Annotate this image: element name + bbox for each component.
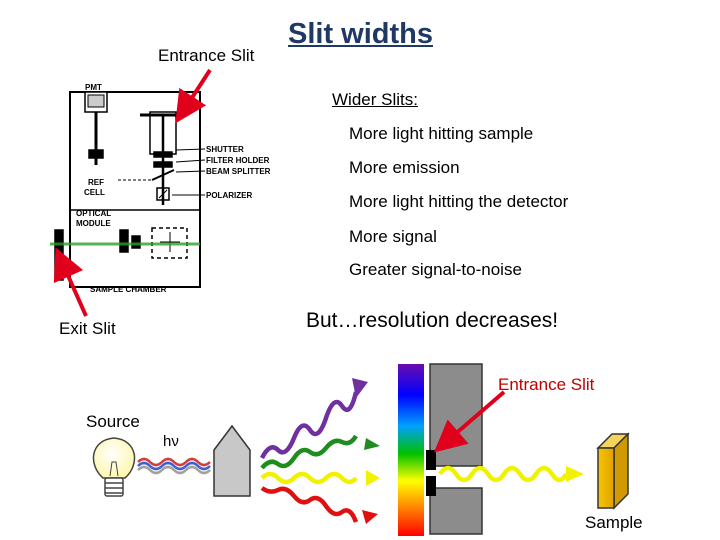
filter-holder — [153, 161, 173, 168]
instrument-labels: PMT SHUTTER FILTER HOLDER BEAM SPLITTER … — [76, 83, 271, 294]
shutter — [153, 151, 173, 158]
sample-label: Sample — [585, 513, 643, 532]
slit-block-lower — [429, 487, 483, 535]
beam-splitter-text: BEAM SPLITTER — [206, 167, 271, 176]
yellow-arrowhead — [366, 470, 380, 486]
light-bulb-icon — [92, 437, 136, 497]
list-item: More light hitting sample — [349, 124, 534, 143]
prism-housing — [213, 424, 251, 497]
red-arrowhead — [362, 510, 378, 524]
list-item: More emission — [349, 158, 460, 177]
polarizer-text: POLARIZER — [206, 191, 252, 200]
label-leaders — [172, 148, 206, 196]
sample-cuvette-bottom — [596, 432, 630, 510]
yellow-arrowhead-out — [566, 466, 584, 482]
entrance-slit-label-bottom: Entrance Slit — [498, 375, 595, 394]
instrument-housing — [69, 91, 201, 288]
cell-text: CELL — [84, 188, 105, 197]
module-text: MODULE — [76, 219, 111, 228]
purple-arrowhead — [352, 378, 368, 398]
list-item: More light hitting the detector — [349, 192, 569, 211]
beam-splitter — [151, 169, 175, 181]
entrance-slit-label-top: Entrance Slit — [158, 46, 255, 65]
hv-wave — [137, 457, 211, 475]
list-item: Greater signal-to-noise — [349, 260, 522, 279]
wider-slits-heading: Wider Slits: — [332, 90, 418, 109]
emission-slit — [119, 229, 129, 253]
dispersed-waves — [259, 391, 359, 523]
source-label: Source — [86, 412, 140, 431]
list-item: More signal — [349, 227, 437, 246]
entrance-slit-arrow-top — [175, 68, 212, 124]
entrance-slit-arrow-bottom — [433, 390, 506, 453]
resolution-conclusion: But…resolution decreases! — [306, 309, 559, 332]
slit-jaw-upper — [426, 450, 436, 470]
instrument-schematic — [50, 91, 201, 288]
shutter-text: SHUTTER — [206, 145, 244, 154]
yellow-wave-out — [438, 465, 569, 483]
optical-text: OPTICAL — [76, 209, 111, 218]
ref-text: REF — [88, 178, 104, 187]
pmt-text: PMT — [85, 83, 102, 92]
green-arrowhead — [364, 438, 380, 450]
slit-block-upper — [429, 363, 483, 467]
filter-holder-text: FILTER HOLDER — [206, 156, 270, 165]
exit-slit — [54, 229, 64, 281]
spectrum-bar — [398, 364, 424, 536]
slit-jaw-lower — [426, 476, 436, 496]
exit-slit-label: Exit Slit — [59, 319, 116, 338]
ref-filter — [88, 149, 104, 159]
sample-chamber-text: SAMPLE CHAMBER — [90, 285, 167, 294]
exit-slit-arrow — [53, 247, 88, 317]
polarizer — [156, 187, 170, 201]
page-title: Slit widths — [288, 18, 433, 50]
hv-label: hν — [163, 433, 179, 450]
